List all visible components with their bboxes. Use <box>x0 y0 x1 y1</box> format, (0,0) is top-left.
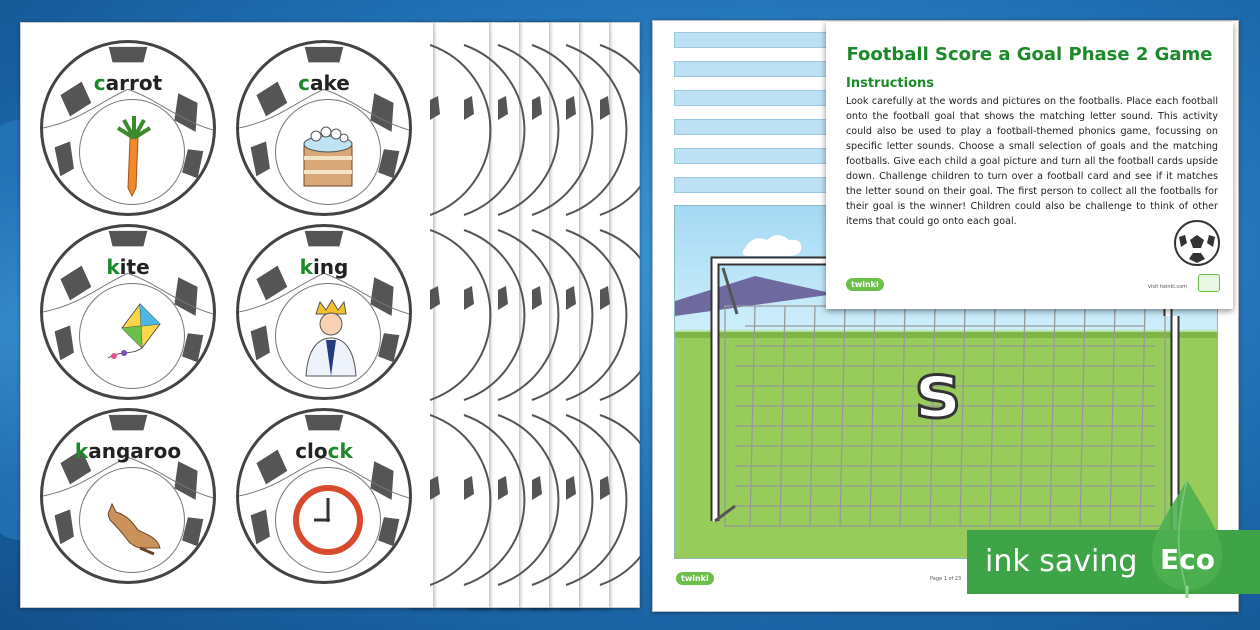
twinkl-logo: twinkl <box>846 278 884 291</box>
football-icon <box>1174 220 1220 266</box>
card-word-sound: c <box>298 71 311 95</box>
card-picture <box>275 467 381 573</box>
card-word-suffix: ake <box>310 71 350 95</box>
card-word: king <box>239 255 409 279</box>
quality-badge-icon <box>1198 274 1220 292</box>
card-word-suffix: arrot <box>105 71 163 95</box>
instructions-body: Look carefully at the words and pictures… <box>846 96 1218 227</box>
card-word-suffix: ing <box>312 255 349 279</box>
page-number: Page 1 of 23 <box>930 576 962 582</box>
football-card: kite <box>40 224 216 400</box>
kite-icon <box>107 303 161 359</box>
card-picture <box>79 467 185 573</box>
card-word: kite <box>43 255 213 279</box>
eco-label: Eco <box>1160 543 1215 576</box>
card-word-suffix: angaroo <box>88 439 182 463</box>
card-word-prefix: clo <box>295 439 328 463</box>
card-word: cake <box>239 71 409 95</box>
card-picture <box>275 99 381 205</box>
card-word: carrot <box>43 71 213 95</box>
twinkl-logo: twinkl <box>676 572 714 585</box>
football-pattern <box>239 230 409 363</box>
stacked-ball-edges <box>430 44 640 586</box>
card-word-sound: c <box>93 71 106 95</box>
instructions-heading: Instructions <box>846 76 935 91</box>
football-pattern <box>239 414 409 547</box>
card-word-sound: k <box>106 255 120 279</box>
card-word-sound: ck <box>327 439 353 463</box>
football-pattern <box>43 230 213 363</box>
instructions-title: Football Score a Goal Phase 2 Game <box>846 44 1213 65</box>
card-word: clock <box>239 439 409 463</box>
eco-leaf-icon <box>1152 479 1222 598</box>
ink-saving-label: ink saving <box>985 544 1138 579</box>
card-picture <box>275 283 381 389</box>
king-icon <box>305 299 357 377</box>
card-word-sound: k <box>299 255 313 279</box>
card-picture <box>79 283 185 389</box>
clock-icon <box>293 485 363 555</box>
goal-illustration <box>675 235 1217 558</box>
football-card: cake <box>236 40 412 216</box>
football-card: kangaroo <box>40 408 216 584</box>
card-picture <box>79 99 185 205</box>
card-word: kangaroo <box>43 439 213 463</box>
carrot-icon <box>116 116 152 198</box>
cake-icon <box>303 126 353 187</box>
goal-letter: s <box>913 345 961 437</box>
instructions-card: Football Score a Goal Phase 2 Game Instr… <box>826 22 1233 309</box>
football-pattern <box>239 46 409 179</box>
football-card: king <box>236 224 412 400</box>
card-word-suffix: ite <box>119 255 150 279</box>
football-pattern <box>43 46 213 179</box>
site-link: visit twinkl.com <box>1148 284 1188 290</box>
football-card: clock <box>236 408 412 584</box>
kangaroo-icon <box>107 502 161 556</box>
football-pattern <box>43 414 213 547</box>
card-word-sound: k <box>74 439 89 463</box>
football-card: carrot <box>40 40 216 216</box>
